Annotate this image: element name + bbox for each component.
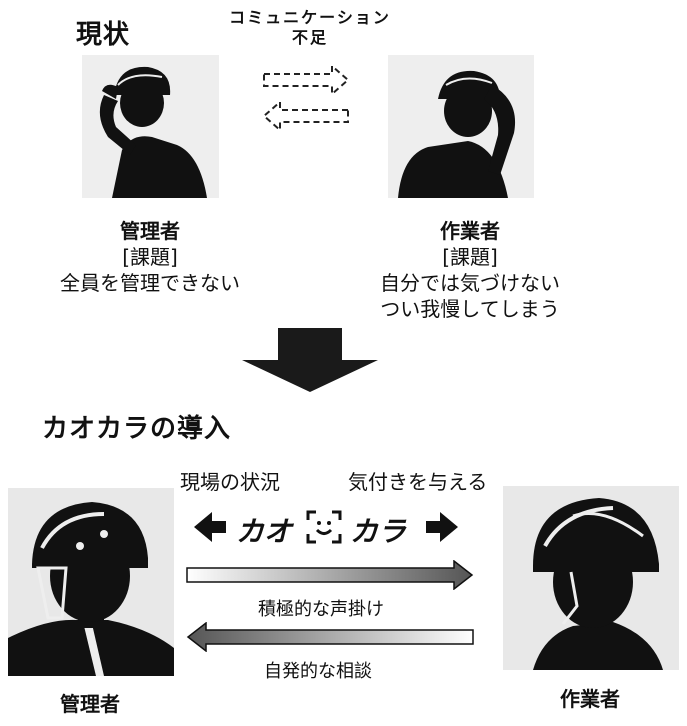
- manager-helmet-image: [8, 488, 174, 676]
- bottom-worker-role: 作業者: [560, 687, 620, 711]
- manager-issue-text: 全員を管理できない: [60, 271, 240, 295]
- worker-issue-label: [課題]: [442, 245, 498, 269]
- arrow-right-label: 積極的な声掛け: [258, 599, 384, 620]
- arrow-left-label: 自発的な相談: [264, 661, 372, 682]
- worker-issue-block: 作業者 [課題] 自分では気づけない つい我慢してしまう: [355, 218, 585, 322]
- worker-helmet-silhouette-icon: [503, 486, 679, 670]
- worker-helmet-image: [503, 486, 679, 670]
- communication-shortage-label: コミュニケーション 不足: [195, 8, 425, 48]
- worker-issue-line-2: つい我慢してしまう: [380, 297, 560, 321]
- communication-label-line2: 不足: [291, 28, 328, 47]
- worker-stressed-image: [388, 55, 534, 198]
- kaokara-logo-row: カオ カラ: [194, 506, 458, 548]
- bottom-manager-role: 管理者: [60, 692, 120, 716]
- manager-issue-label: [課題]: [122, 245, 178, 269]
- logo-kara: カラ: [350, 515, 407, 548]
- transition-down-arrow: [240, 328, 380, 394]
- right-caption: 気付きを与える: [348, 470, 488, 494]
- worker-issue-line-1: 自分では気づけない: [380, 271, 560, 295]
- left-caption: 現場の状況: [180, 470, 280, 494]
- arrow-worker-to-manager: [186, 622, 474, 652]
- intro-heading: カオカラの導入: [42, 414, 232, 444]
- worker-role-label: 作業者: [440, 219, 500, 243]
- manager-issue-block: 管理者 [課題] 全員を管理できない: [40, 218, 260, 296]
- dashed-arrows: [262, 62, 350, 134]
- worker-silhouette-icon: [388, 55, 534, 198]
- manager-stressed-image: [82, 55, 219, 198]
- manager-helmet-silhouette-icon: [8, 488, 174, 676]
- logo-kao: カオ: [236, 515, 293, 548]
- manager-role-label: 管理者: [120, 219, 180, 243]
- smiley-face-icon: [306, 510, 342, 544]
- manager-silhouette-icon: [82, 55, 219, 198]
- communication-label-line1: コミュニケーション: [229, 8, 391, 27]
- current-heading: 現状: [76, 20, 131, 50]
- arrow-manager-to-worker: [186, 560, 474, 590]
